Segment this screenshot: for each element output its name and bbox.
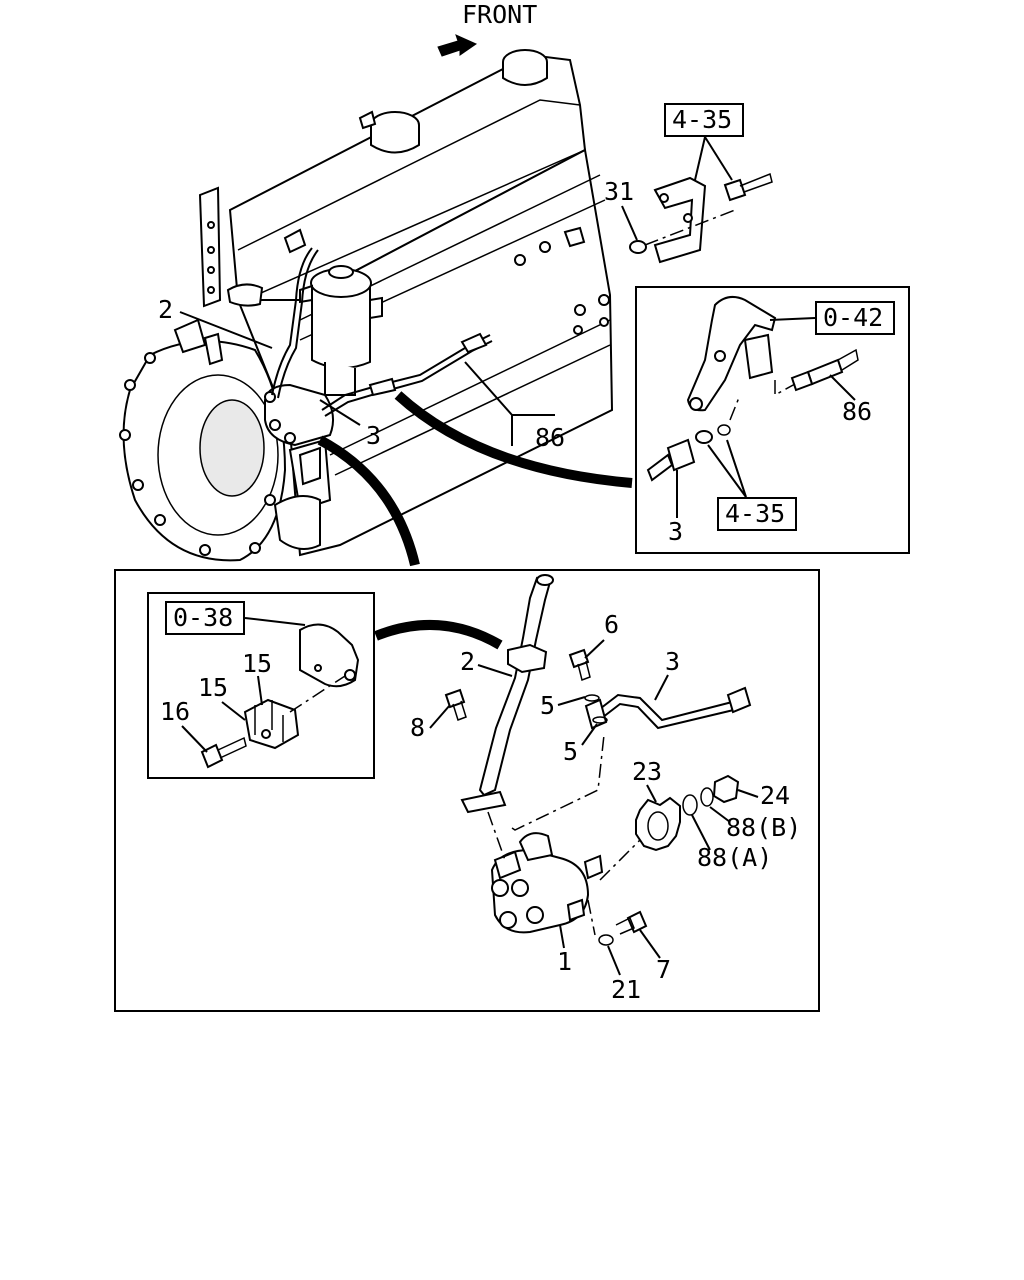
callout-2-top: 2 [158, 295, 173, 324]
callout-15-b: 15 [198, 673, 228, 702]
washer-88b [700, 787, 714, 807]
nut-24 [712, 774, 740, 804]
front-label: FRONT [462, 0, 537, 29]
callout-21: 21 [611, 975, 641, 1004]
callout-3-detail: 3 [665, 647, 680, 676]
leader-435-top-b [704, 136, 733, 181]
callout-86-inset: 86 [842, 397, 872, 426]
exploded-detail-parts [444, 574, 752, 946]
detail-box [114, 569, 820, 1012]
callout-2-detail: 2 [460, 647, 475, 676]
callout-16: 16 [160, 697, 190, 726]
clip-sub-inset-parts [200, 623, 360, 769]
callout-8: 8 [410, 713, 425, 742]
callout-3-top: 3 [366, 421, 381, 450]
ref-label-435-inset: 4-35 [725, 499, 785, 528]
ref-label-038: 0-38 [173, 603, 233, 632]
front-arrow-icon [437, 34, 478, 57]
engine-bracket-inset [686, 295, 777, 412]
callout-23: 23 [632, 757, 662, 786]
ref-box-435-top [664, 103, 744, 137]
leader-435-top-a [694, 136, 706, 181]
callout-24: 24 [760, 781, 790, 810]
pump-gear [635, 796, 681, 852]
connector-clip-to-pipe [374, 619, 503, 650]
ref-box-435-inset [717, 497, 797, 531]
callout-3-inset: 3 [668, 517, 683, 546]
clip-sub-inset [147, 592, 375, 779]
connector-to-inset-right [394, 391, 633, 488]
callout-15-a: 15 [242, 649, 272, 678]
connector-to-detail [317, 435, 420, 567]
engine-overview [119, 49, 614, 562]
ref-box-038 [165, 601, 245, 635]
ref-box-042 [815, 301, 895, 335]
callout-86-top: 86 [535, 423, 565, 452]
inset-right [635, 286, 910, 554]
bracket-assembly-top [629, 172, 773, 264]
callout-6: 6 [604, 610, 619, 639]
callout-7: 7 [656, 955, 671, 984]
vacuum-pipe-2 [478, 576, 552, 797]
callout-5-b: 5 [563, 737, 578, 766]
callout-31: 31 [604, 177, 634, 206]
vacuum-pipe-2-mounted [271, 247, 313, 396]
washer-88a [682, 794, 698, 816]
hose-3 [591, 693, 741, 722]
callout-1: 1 [557, 947, 572, 976]
ref-label-435-top: 4-35 [672, 105, 732, 134]
callout-5-a: 5 [540, 691, 555, 720]
ref-label-042: 0-42 [823, 303, 883, 332]
inset-right-parts [646, 295, 859, 482]
callout-88b: 88(B) [726, 813, 801, 842]
